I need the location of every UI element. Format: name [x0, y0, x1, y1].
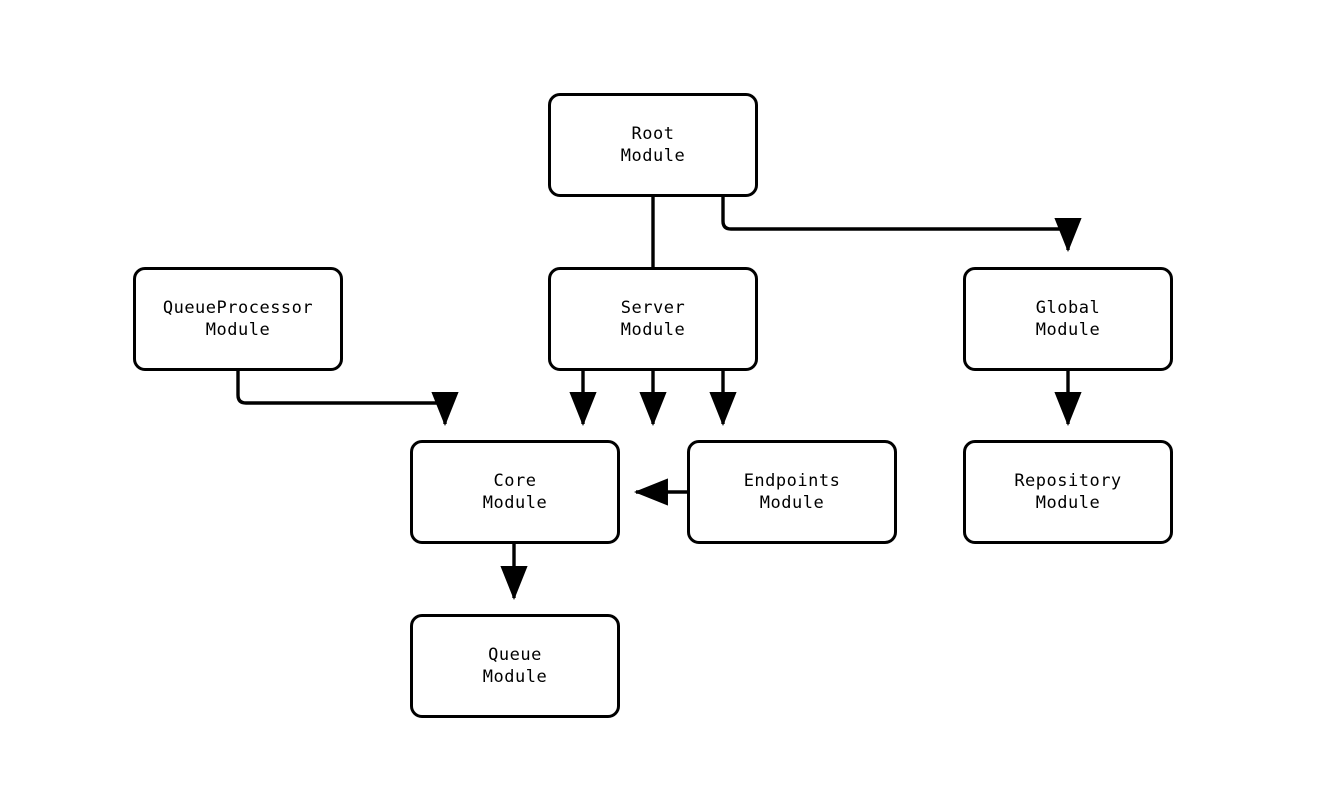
node-core[interactable]: Core Module: [410, 440, 620, 544]
node-root-label-line2: Module: [620, 146, 686, 166]
edge-root-to-global: [721, 197, 1082, 253]
node-server[interactable]: Server Module: [548, 267, 758, 371]
node-server-label-line2: Module: [620, 320, 686, 340]
node-repository-label-line1: Repository: [1014, 471, 1122, 491]
node-endpoints-label-line2: Module: [759, 493, 825, 513]
node-global-label-line2: Module: [1035, 320, 1101, 340]
node-global[interactable]: Global Module: [963, 267, 1173, 371]
node-server-label-line1: Server: [620, 298, 686, 318]
node-queue-label-line1: Queue: [488, 645, 542, 665]
node-repository[interactable]: Repository Module: [963, 440, 1173, 544]
node-endpoints-label-line1: Endpoints: [743, 471, 841, 491]
node-global-label-line1: Global: [1035, 298, 1101, 318]
node-queueprocessor[interactable]: QueueProcessor Module: [133, 267, 343, 371]
node-queueprocessor-label-line2: Module: [205, 320, 271, 340]
node-queueprocessor-label-line1: QueueProcessor: [162, 298, 314, 318]
edge-queueprocessor-to-core: [236, 371, 459, 427]
node-queue[interactable]: Queue Module: [410, 614, 620, 718]
node-core-label-line1: Core: [493, 471, 537, 491]
node-endpoints[interactable]: Endpoints Module: [687, 440, 897, 544]
node-repository-label-line2: Module: [1035, 493, 1101, 513]
node-core-label-line2: Module: [482, 493, 548, 513]
node-root[interactable]: Root Module: [548, 93, 758, 197]
node-root-label-line1: Root: [631, 124, 675, 144]
node-queue-label-line2: Module: [482, 667, 548, 687]
